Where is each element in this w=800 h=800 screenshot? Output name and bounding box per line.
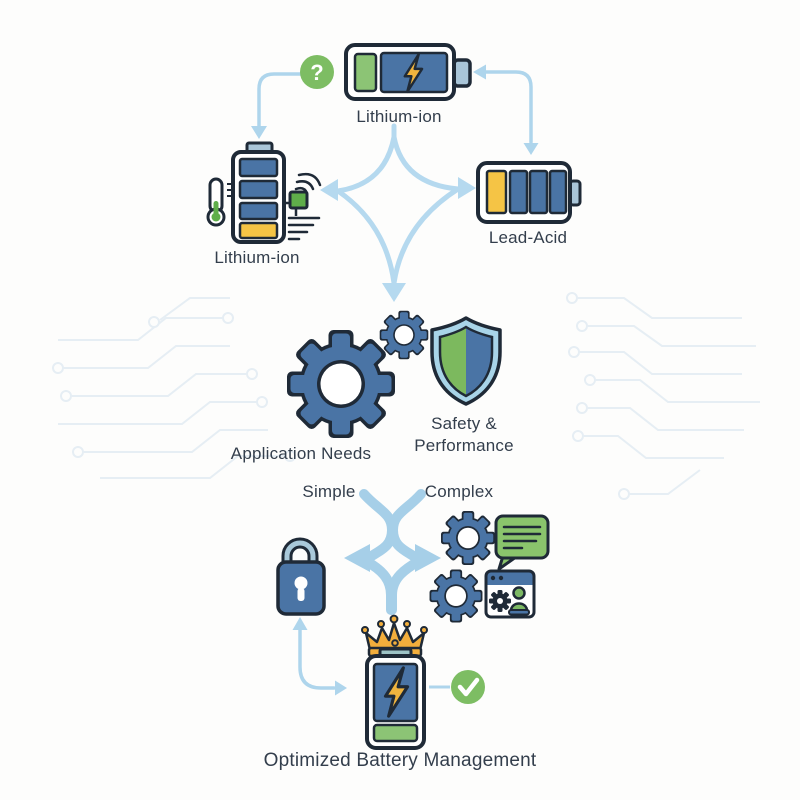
label-safety-line2: Performance	[414, 436, 514, 455]
chip-icon	[284, 190, 309, 216]
shield-icon	[430, 316, 502, 406]
diverge-arrows-icon	[320, 123, 476, 302]
question-glyph: ?	[310, 60, 323, 85]
mini-gear-icon	[489, 590, 511, 612]
thermometer-icon	[206, 177, 232, 227]
checkmark-icon	[451, 670, 485, 704]
label-top-battery: Lithium-ion	[356, 107, 442, 126]
label-left-battery: Lithium-ion	[214, 248, 300, 267]
battery-vertical-icon	[231, 141, 286, 244]
branch-arrows-icon	[344, 489, 441, 615]
large-gear-icon	[287, 330, 395, 438]
lead-acid-battery-icon	[476, 161, 582, 224]
complex-gear-bottom-icon	[429, 569, 483, 623]
question-icon: ?	[300, 55, 334, 89]
label-safety-performance: Safety & Performance	[414, 413, 514, 457]
complex-gear-top-icon	[441, 511, 495, 565]
label-application-needs: Application Needs	[230, 444, 372, 463]
lock-icon	[276, 537, 326, 616]
user-icon	[508, 586, 530, 616]
label-complex: Complex	[424, 482, 494, 501]
label-optimized-battery-management: Optimized Battery Management	[263, 750, 537, 771]
telemetry-lines-icon	[287, 216, 321, 241]
app-window-icon	[484, 569, 536, 619]
small-gear-icon	[379, 310, 429, 360]
circuit-background	[52, 292, 760, 500]
chat-bubble-icon	[494, 514, 550, 571]
label-simple: Simple	[302, 482, 356, 501]
question-arrow	[251, 72, 302, 139]
optimized-battery-icon	[365, 647, 426, 750]
top-right-arrow	[473, 64, 539, 155]
lock-to-battery-arrow	[292, 617, 347, 696]
label-right-battery: Lead-Acid	[488, 228, 568, 247]
label-safety-line1: Safety &	[431, 414, 497, 433]
wireless-signal-icon	[294, 172, 322, 195]
battery-horizontal-icon	[344, 43, 472, 101]
